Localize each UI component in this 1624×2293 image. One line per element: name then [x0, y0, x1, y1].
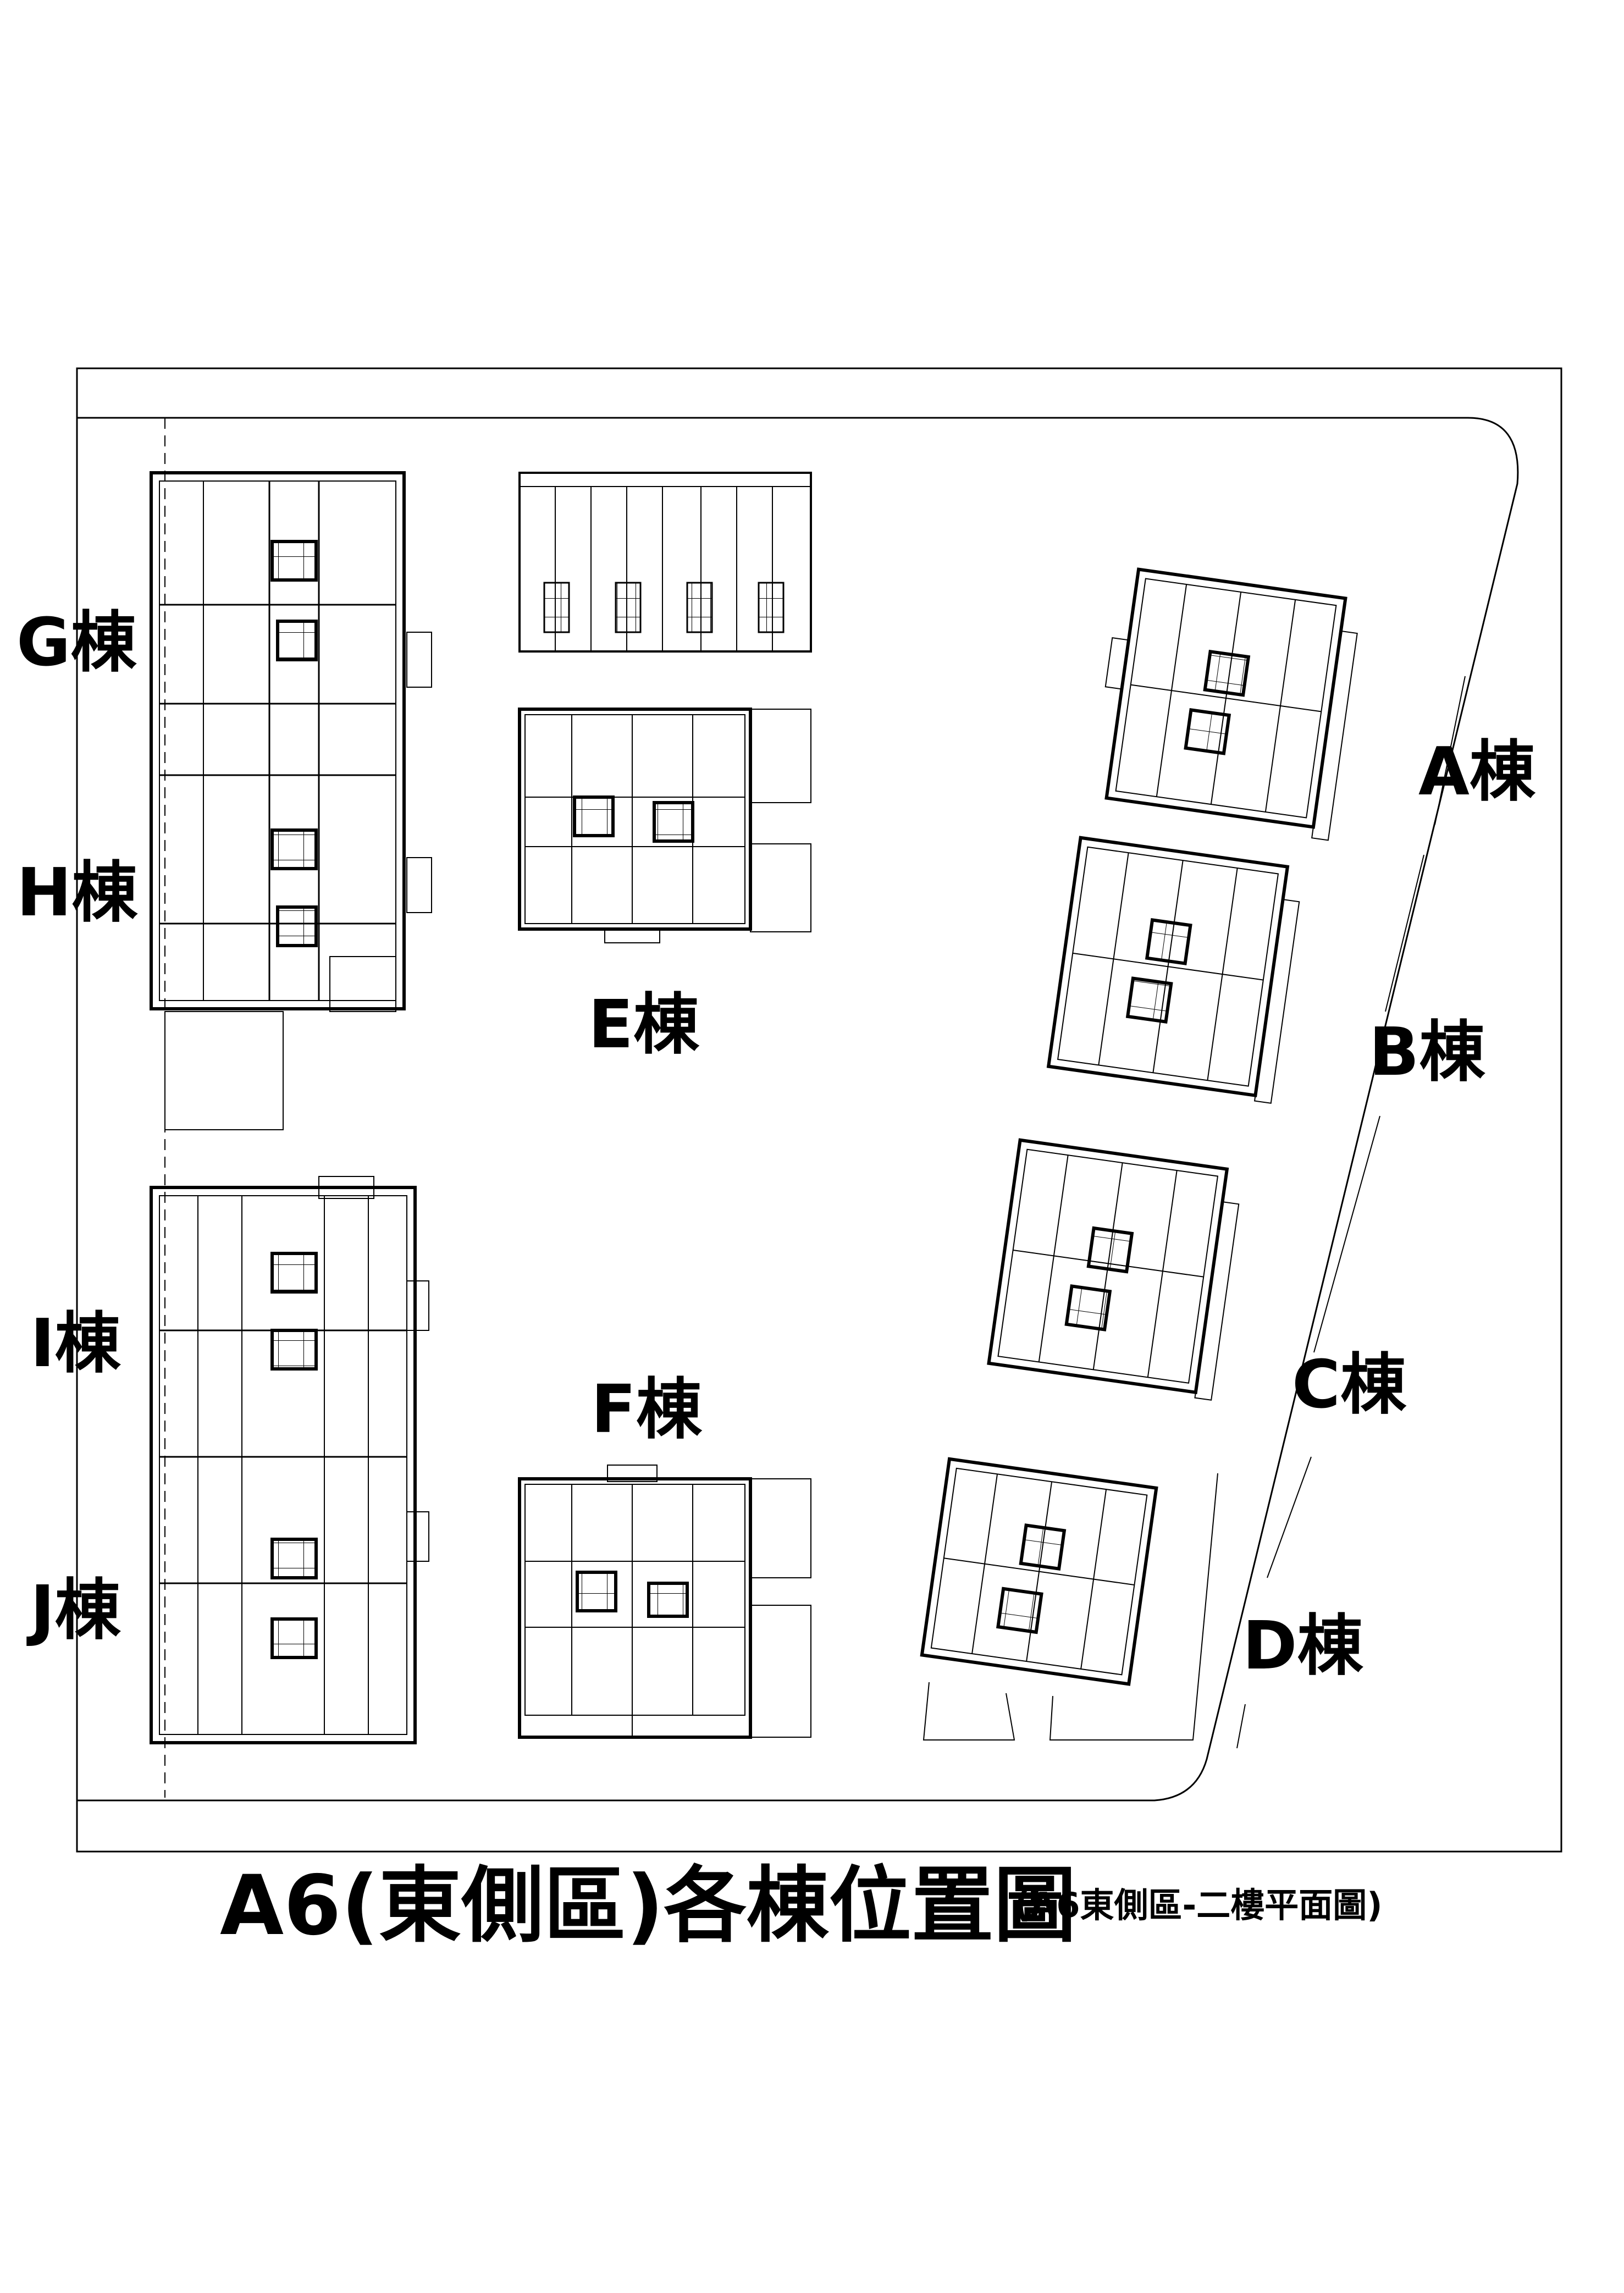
site-boundary [77, 417, 1519, 1802]
building-c-plan [987, 1138, 1240, 1401]
building-label-f: F棟 [591, 1372, 702, 1448]
building-label-b: B棟 [1369, 1014, 1485, 1091]
building-label-a: A棟 [1418, 734, 1535, 810]
drawing-title: A6(東側區)各棟位置圖 [220, 1858, 1076, 1954]
road-edge-line [1434, 676, 1466, 825]
drawing-subtitle: (A6東側區-二樓平面圖) [1014, 1885, 1383, 1925]
building-f-plan [518, 1465, 811, 1739]
building-label-e: E棟 [588, 987, 699, 1063]
road-edge-line [1385, 854, 1424, 1012]
road-edge-line [1313, 1115, 1380, 1353]
building-d-plan [920, 1457, 1218, 1741]
building-label-g: G棟 [16, 605, 137, 681]
building-a-plan [1104, 567, 1358, 841]
drawing-frame [76, 367, 1562, 1853]
building-ij-plan [150, 1176, 429, 1744]
building-label-h: H棟 [16, 855, 138, 931]
building-label-c: C棟 [1292, 1347, 1407, 1423]
building-label-j: J棟 [30, 1572, 121, 1649]
building-b-plan [1046, 836, 1300, 1104]
parking-plan [518, 472, 812, 653]
building-e-plan [518, 708, 811, 943]
road-edge-line [1267, 1456, 1312, 1578]
building-label-d: D棟 [1242, 1608, 1363, 1684]
building-gh-plan [150, 471, 432, 1130]
building-label-i: I棟 [30, 1306, 121, 1382]
road-edge-line [1236, 1704, 1246, 1749]
